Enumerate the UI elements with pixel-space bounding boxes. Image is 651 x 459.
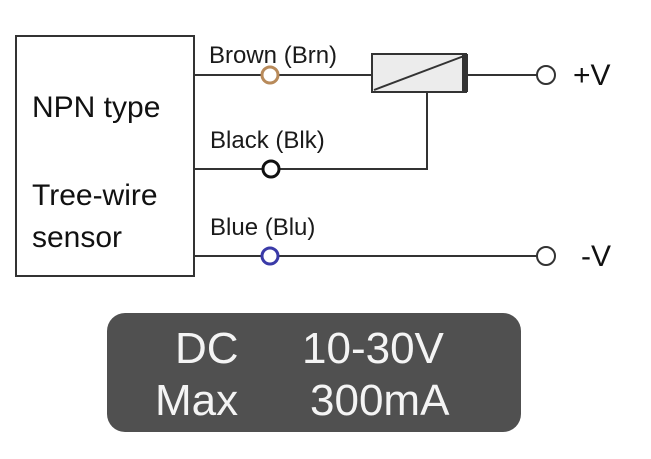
brown-wire-label: Brown (Brn) (209, 42, 337, 69)
load-edge-bar (462, 54, 468, 92)
blue-wire-node (260, 246, 280, 266)
positive-terminal (536, 65, 556, 85)
load-diagonal (373, 55, 465, 91)
spec-dc-label: DC (175, 324, 239, 373)
sensor-box (15, 35, 195, 277)
spec-current-value: 300mA (310, 376, 450, 425)
sensor-wire-label: Tree-wire (32, 179, 158, 212)
blue-wire-label: Blue (Blu) (210, 214, 315, 241)
sensor-word-label: sensor (32, 221, 122, 254)
black-wire-node (261, 159, 281, 179)
sensor-type-label: NPN type (32, 91, 160, 124)
black-wire-label: Black (Blk) (210, 127, 325, 154)
positive-terminal-label: +V (573, 59, 611, 92)
negative-terminal (536, 246, 556, 266)
brown-wire-node (260, 65, 280, 85)
spec-badge (107, 313, 521, 432)
spec-voltage-value: 10-30V (302, 324, 445, 373)
spec-max-label: Max (155, 376, 238, 425)
negative-terminal-label: -V (581, 240, 611, 273)
